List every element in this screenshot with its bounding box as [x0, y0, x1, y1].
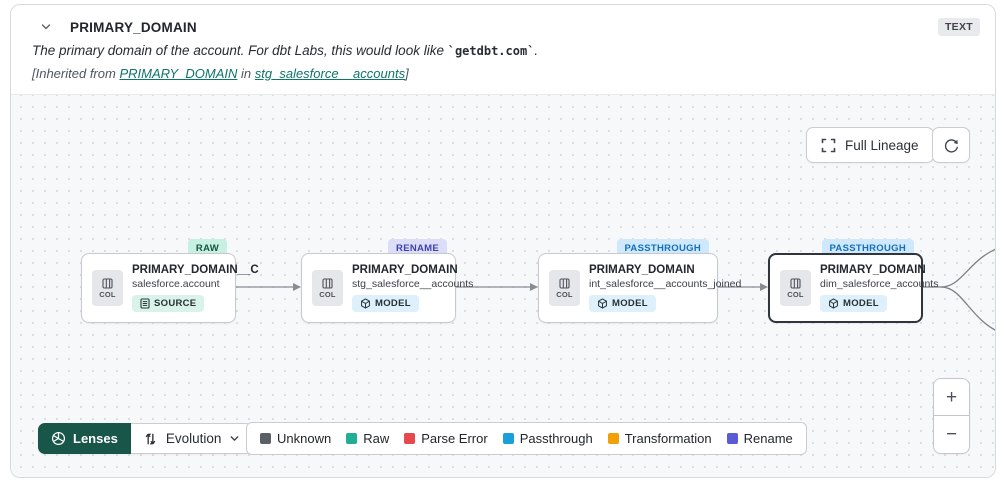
columns-icon: [322, 277, 333, 289]
model-icon: [360, 298, 371, 309]
columns-icon: [102, 277, 113, 289]
column-header: PRIMARY_DOMAIN TEXT The primary domain o…: [11, 5, 995, 94]
column-chip: COL: [92, 270, 123, 306]
legend-item-transformation: Transformation: [607, 431, 712, 446]
lenses-control: Lenses Evolution: [38, 423, 254, 454]
legend-item-unknown: Unknown: [260, 431, 331, 446]
lineage-node-int_salesforce__accounts_joined[interactable]: PASSTHROUGH COL PRIMARY_DOMAIN int_sales…: [538, 239, 741, 323]
source-icon: [140, 298, 150, 309]
column-title: PRIMARY_DOMAIN: [70, 19, 197, 35]
columns-icon: [559, 277, 570, 289]
legend-item-parse-error: Parse Error: [404, 431, 488, 446]
expand-icon: [821, 138, 836, 153]
lineage-node-stg_salesforce__accounts[interactable]: RENAME COL PRIMARY_DOMAIN stg_salesforce…: [301, 239, 473, 323]
legend-swatch: [404, 433, 416, 444]
inherited-column-link[interactable]: PRIMARY_DOMAIN: [119, 66, 238, 81]
legend-item-passthrough: Passthrough: [502, 431, 593, 446]
inline-code: `getdbt.com`: [447, 44, 535, 58]
column-chip: COL: [312, 270, 343, 306]
column-description: The primary domain of the account. For d…: [32, 43, 539, 58]
evolution-legend: Unknown Raw Parse Error Passthrough Transfor…: [246, 422, 807, 455]
legend-item-raw: Raw: [346, 431, 389, 446]
column-chip: COL: [549, 270, 580, 306]
columns-icon: [790, 277, 801, 289]
lineage-node-dim_salesforce_accounts[interactable]: PASSTHROUGH COL PRIMARY_DOMAIN dim_sales…: [768, 239, 938, 323]
evolution-icon: [143, 431, 158, 447]
chevron-down-icon: [229, 433, 240, 444]
refresh-button[interactable]: [932, 127, 970, 163]
legend-swatch: [346, 433, 358, 444]
inherited-model-link[interactable]: stg_salesforce__accounts: [254, 66, 406, 81]
full-lineage-button[interactable]: Full Lineage: [806, 127, 934, 163]
column-lineage-panel: PRIMARY_DOMAIN TEXT The primary domain o…: [10, 4, 996, 478]
refresh-icon: [943, 137, 960, 154]
lens-aperture-icon: [51, 431, 66, 446]
column-chip: COL: [780, 270, 811, 306]
lineage-canvas[interactable]: Full Lineage: [11, 94, 995, 477]
legend-item-rename: Rename: [726, 431, 793, 446]
zoom-out-button[interactable]: −: [934, 416, 969, 453]
column-type-badge: TEXT: [937, 18, 980, 36]
collapse-chevron-icon[interactable]: [38, 19, 54, 35]
lineage-node-salesforce.account[interactable]: RAW COL PRIMARY_DOMAIN__C salesforce.acc…: [81, 239, 259, 323]
zoom-in-button[interactable]: +: [934, 379, 969, 416]
lenses-button[interactable]: Lenses: [38, 423, 131, 454]
legend-swatch: [607, 433, 619, 444]
model-icon: [828, 298, 839, 309]
zoom-controls: + −: [933, 378, 970, 454]
model-icon: [597, 298, 608, 309]
legend-swatch: [502, 433, 514, 444]
evolution-lens-dropdown[interactable]: Evolution: [130, 423, 254, 454]
inherited-note: [Inherited from PRIMARY_DOMAIN in stg_sa…: [32, 66, 409, 81]
legend-swatch: [260, 433, 271, 444]
legend-swatch: [726, 433, 738, 444]
